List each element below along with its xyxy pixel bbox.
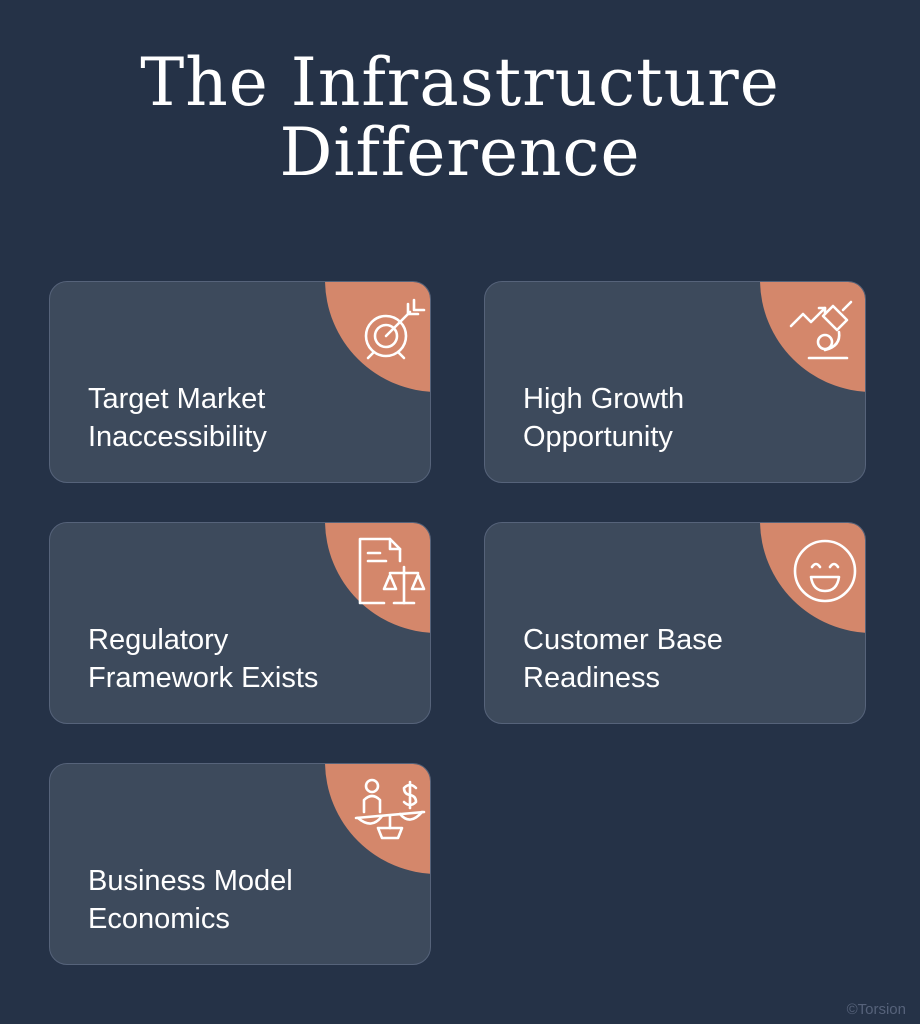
smiley-icon xyxy=(785,531,865,611)
balance-person-dollar-icon xyxy=(350,772,430,852)
card-label: High Growth Opportunity xyxy=(523,383,685,453)
card-regulatory: Regulatory Framework Exists xyxy=(49,522,431,724)
card-label: Regulatory Framework Exists xyxy=(88,624,319,694)
document-scales-icon xyxy=(350,531,430,611)
card-label: Business Model Economics xyxy=(88,865,293,935)
card-target-market: Target Market Inaccessibility xyxy=(49,281,431,483)
growth-microscope-icon xyxy=(785,290,865,370)
card-high-growth: High Growth Opportunity xyxy=(484,281,866,483)
card-customer-base: Customer Base Readiness xyxy=(484,522,866,724)
target-icon xyxy=(350,290,430,370)
page-title: The Infrastructure Difference xyxy=(140,44,780,191)
card-label: Target Market Inaccessibility xyxy=(88,383,267,453)
card-business-model: Business Model Economics xyxy=(49,763,431,965)
card-label: Customer Base Readiness xyxy=(523,624,723,694)
watermark: ©Torsion xyxy=(846,1001,906,1018)
